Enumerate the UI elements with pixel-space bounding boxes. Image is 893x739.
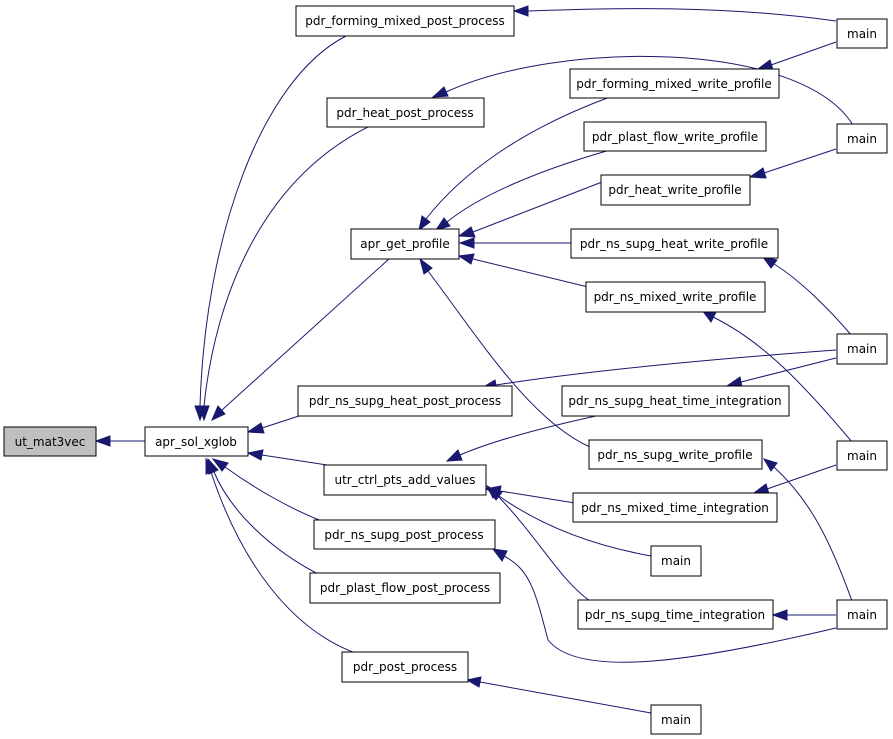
edge-main8-to-post-process	[465, 676, 652, 714]
edge-plast-flow-write-profile-to-apr-get-profile	[434, 149, 611, 231]
svg-text:pdr_forming_mixed_write_profil: pdr_forming_mixed_write_profile	[576, 77, 772, 91]
edge-plast-flow-post-process-to-apr-sol-xglob	[207, 457, 323, 577]
edge-main7-to-ns-supg-post-process	[491, 548, 837, 663]
svg-text:main: main	[847, 342, 877, 356]
node-ut-mat3vec[interactable]: ut_mat3vec	[3, 426, 97, 457]
edge-main4-to-ns-supg-heat-post-process	[480, 349, 837, 391]
edge-main5-to-ns-mixed-write-profile	[700, 309, 853, 443]
edge-apr-get-profile-to-apr-sol-xglob	[211, 257, 391, 421]
svg-text:pdr_plast_flow_write_profile: pdr_plast_flow_write_profile	[592, 130, 758, 144]
edge-main2-to-heat-post-process	[431, 55, 854, 126]
svg-text:pdr_plast_flow_post_process: pdr_plast_flow_post_process	[320, 581, 490, 595]
node-pdr-heat-write-profile[interactable]: pdr_heat_write_profile	[600, 174, 751, 206]
svg-text:main: main	[661, 554, 691, 568]
node-main-3[interactable]: main	[836, 333, 888, 365]
node-utr-ctrl-pts-add-values[interactable]: utr_ctrl_pts_add_values	[323, 464, 487, 496]
svg-text:main: main	[847, 608, 877, 622]
edge-utr-ctrl-pts-add-values-to-apr-sol-xglob	[246, 449, 328, 466]
svg-text:pdr_forming_mixed_post_process: pdr_forming_mixed_post_process	[305, 14, 505, 28]
node-pdr-ns-mixed-time-integration[interactable]: pdr_ns_mixed_time_integration	[572, 492, 778, 523]
svg-text:utr_ctrl_pts_add_values: utr_ctrl_pts_add_values	[334, 473, 475, 487]
svg-text:pdr_ns_supg_heat_write_profile: pdr_ns_supg_heat_write_profile	[580, 237, 768, 251]
node-pdr-ns-supg-heat-post-process[interactable]: pdr_ns_supg_heat_post_process	[297, 385, 513, 417]
edge-ns-supg-time-integration-to-utr-ctrl-pts-add-values	[485, 484, 591, 602]
node-apr-sol-xglob[interactable]: apr_sol_xglob	[144, 426, 249, 457]
node-main-7[interactable]: main	[650, 704, 702, 735]
node-pdr-forming-mixed-post-process[interactable]: pdr_forming_mixed_post_process	[295, 5, 515, 37]
svg-text:pdr_ns_supg_write_profile: pdr_ns_supg_write_profile	[597, 448, 752, 462]
svg-text:apr_sol_xglob: apr_sol_xglob	[155, 435, 237, 449]
svg-text:pdr_ns_supg_heat_post_process: pdr_ns_supg_heat_post_process	[309, 394, 501, 408]
node-pdr-forming-mixed-write-profile[interactable]: pdr_forming_mixed_write_profile	[569, 68, 780, 99]
edge-ns-supg-heat-time-integration-to-utr-ctrl-pts-add-values	[445, 413, 606, 462]
svg-text:main: main	[847, 449, 877, 463]
node-pdr-post-process[interactable]: pdr_post_process	[341, 651, 469, 683]
edge-main3-to-heat-write-profile	[748, 148, 837, 179]
edge-main7-to-ns-supg-time-integration	[771, 609, 836, 621]
edge-ns-supg-write-profile-to-apr-get-profile	[419, 257, 591, 448]
edge-forming-mixed-post-process-to-apr-sol-xglob	[194, 35, 347, 422]
edge-main1-to-forming-mixed-post-process	[512, 5, 837, 22]
edge-main1-to-forming-mixed-write-profile	[756, 41, 837, 71]
svg-text:main: main	[847, 27, 877, 41]
node-pdr-heat-post-process[interactable]: pdr_heat_post_process	[326, 97, 485, 128]
edge-apr-sol-xglob-to-ut-mat3vec	[94, 435, 145, 447]
node-main-5[interactable]: main	[650, 545, 702, 577]
node-pdr-ns-supg-heat-time-integration[interactable]: pdr_ns_supg_heat_time_integration	[561, 385, 790, 417]
edge-heat-post-process-to-apr-sol-xglob	[198, 125, 371, 422]
node-pdr-plast-flow-write-profile[interactable]: pdr_plast_flow_write_profile	[583, 121, 767, 152]
svg-text:pdr_post_process: pdr_post_process	[353, 660, 457, 674]
svg-text:pdr_ns_mixed_time_integration: pdr_ns_mixed_time_integration	[581, 501, 769, 515]
svg-text:pdr_ns_supg_time_integration: pdr_ns_supg_time_integration	[585, 608, 765, 622]
edge-ns-supg-post-process-to-apr-sol-xglob	[211, 458, 331, 525]
node-main-1[interactable]: main	[836, 18, 888, 49]
svg-text:apr_get_profile: apr_get_profile	[360, 237, 450, 251]
node-main-6[interactable]: main	[836, 599, 888, 630]
edge-ns-supg-heat-post-process-to-apr-sol-xglob	[246, 414, 303, 434]
edge-main4-to-ns-supg-heat-write-profile	[761, 256, 853, 337]
node-pdr-ns-supg-time-integration[interactable]: pdr_ns_supg_time_integration	[577, 599, 774, 630]
node-pdr-ns-supg-write-profile[interactable]: pdr_ns_supg_write_profile	[588, 439, 763, 470]
node-pdr-ns-supg-heat-write-profile[interactable]: pdr_ns_supg_heat_write_profile	[570, 228, 779, 259]
edge-forming-mixed-write-profile-to-apr-get-profile	[418, 96, 611, 232]
edge-ns-supg-heat-write-profile-to-apr-get-profile	[458, 237, 574, 249]
svg-text:main: main	[661, 713, 691, 727]
svg-text:pdr_ns_supg_post_process: pdr_ns_supg_post_process	[324, 528, 483, 542]
edge-main4-to-ns-supg-heat-time-integration	[725, 357, 837, 388]
svg-text:main: main	[847, 132, 877, 146]
svg-text:pdr_heat_write_profile: pdr_heat_write_profile	[608, 183, 741, 197]
edge-heat-write-profile-to-apr-get-profile	[457, 181, 603, 238]
svg-text:pdr_ns_supg_heat_time_integrat: pdr_ns_supg_heat_time_integration	[568, 394, 781, 408]
node-pdr-ns-supg-post-process[interactable]: pdr_ns_supg_post_process	[313, 519, 496, 550]
node-main-2[interactable]: main	[836, 123, 888, 154]
edge-ns-mixed-write-profile-to-apr-get-profile	[457, 253, 589, 288]
svg-text:ut_mat3vec: ut_mat3vec	[15, 435, 86, 449]
svg-text:pdr_ns_mixed_write_profile: pdr_ns_mixed_write_profile	[594, 290, 757, 304]
svg-text:pdr_heat_post_process: pdr_heat_post_process	[336, 106, 473, 120]
edge-main7-to-ns-supg-write-profile	[762, 458, 853, 602]
node-apr-get-profile[interactable]: apr_get_profile	[350, 228, 460, 260]
node-main-4[interactable]: main	[836, 440, 888, 471]
node-pdr-ns-mixed-write-profile[interactable]: pdr_ns_mixed_write_profile	[585, 281, 766, 313]
edge-post-process-to-apr-sol-xglob	[205, 457, 359, 655]
node-pdr-plast-flow-post-process[interactable]: pdr_plast_flow_post_process	[309, 572, 501, 604]
